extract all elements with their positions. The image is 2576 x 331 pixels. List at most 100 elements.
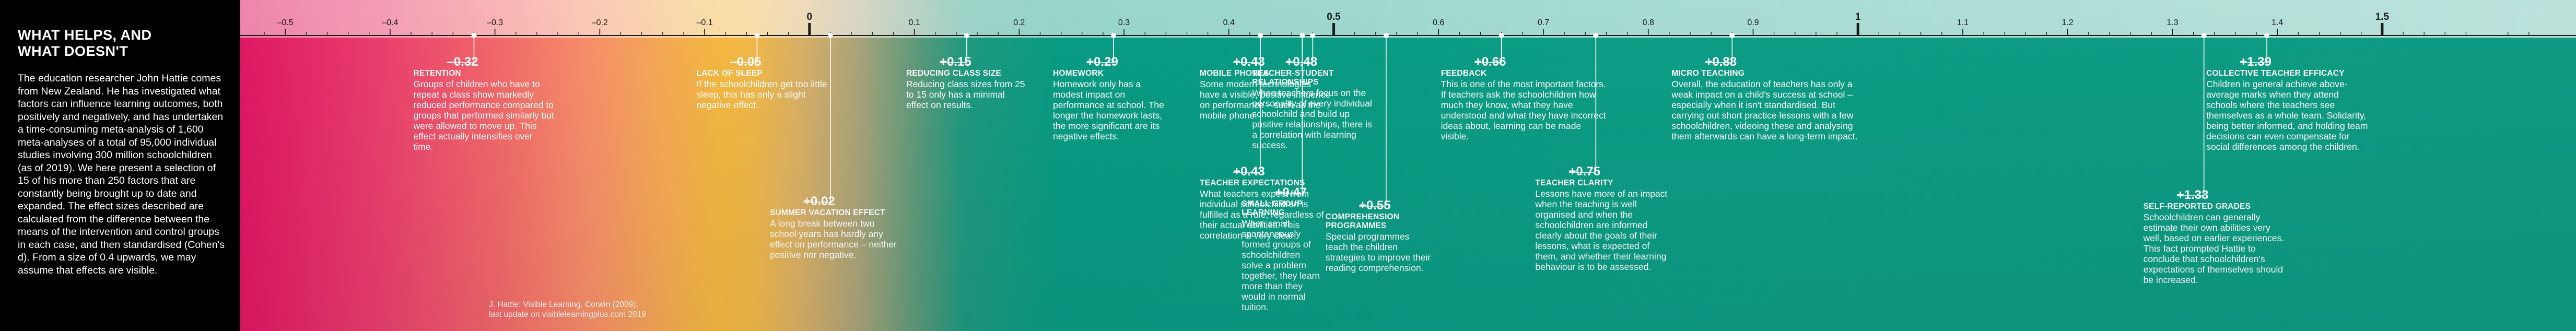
effect-description: Children in general achieve above-averag… [2206,79,2368,152]
effect-marker [964,33,969,38]
tick-label: 1 [1855,11,1861,22]
effect-value: +0.88 [1705,55,1737,69]
tick-label: 0.8 [1643,18,1654,27]
source-line-2: last update on visiblelearningplus.com 2… [489,310,646,319]
tick-label: –0.2 [592,18,608,27]
tick-label: 0.9 [1747,18,1759,27]
tick-label: 0.2 [1013,18,1025,27]
effect-marker [1258,33,1263,38]
effect-marker [2201,33,2207,38]
effect-name: TEACHER EXPECTATIONS [1200,179,1305,187]
intro-text: The education researcher John Hattie com… [18,73,225,276]
tick-label: –0.3 [487,18,503,27]
effect-marker [1110,33,1116,38]
effect-name: SELF-REPORTED GRADES [2143,202,2251,211]
effect-size-axis: –0.5 –0.4 –0.3 –0.2 –0.1 0 0.1 0.2 0.3 0.4 0.5 0.6 0… [240,11,2576,207]
tick-label: 1.5 [2375,11,2390,22]
tick-label: –0.5 [277,18,294,27]
tick-label: 1.4 [2271,18,2283,27]
effect-value: +0.43 [1233,55,1265,69]
page-title-line-1: WHAT HELPS, AND [18,27,152,43]
effect-name: TEACHER CLARITY [1535,179,1613,187]
effect-marker [1299,33,1305,38]
effect-value: +0.43 [1233,164,1265,179]
tick-label: 0.6 [1433,18,1444,27]
effect-marker [754,33,760,38]
effect-description: Homework only has a modest impact on per… [1052,79,1164,141]
effect-marker [2264,33,2270,38]
effect-description: Some modern technologies have a visible,… [1200,79,1331,121]
effect-value: +1.33 [2176,188,2209,202]
effect-name: MICRO TEACHING [1671,69,1745,78]
effect-description: This is one of the most important factor… [1441,79,1606,141]
effect-marker [471,33,477,38]
tick-label: 0 [807,11,813,22]
effect-marker [1383,33,1389,38]
effect-value: +0.29 [1086,55,1118,69]
tick-label: 0.5 [1327,11,1341,22]
effect-name: MOBILE PHONES [1200,69,1269,78]
tick-label: 0.3 [1118,18,1130,27]
source-line-1: J. Hattie: Visible Learning. Corwin (200… [489,300,638,309]
effect-description: When small, spontaneously formed groups … [1242,218,1320,312]
sidebar: WHAT HELPS, AND WHAT DOESN'T The educati… [0,0,240,331]
page-title: WHAT HELPS, AND WHAT DOESN'T [18,27,226,60]
tick-label: 0.1 [908,18,920,27]
effect-value: +0.47 [1275,185,1307,199]
effect-marker [1729,33,1735,38]
effect-value: +0.02 [803,194,835,208]
effect-description: A long break between two school years ha… [769,218,897,260]
tick-label: 1.2 [2062,18,2074,27]
effect-value: +0.48 [1285,55,1318,69]
page-title-line-2: WHAT DOESN'T [18,43,128,59]
tick-label: –0.1 [697,18,713,27]
tick-label: 0.4 [1223,18,1235,27]
effect-name: RETENTION [413,69,461,78]
effect-description: Schoolchildren can generally estimate th… [2143,212,2285,285]
tick-label: –0.4 [382,18,398,27]
effect-name: REDUCING CLASS SIZE [906,69,1002,78]
tick-label: 1.3 [2167,18,2178,27]
effect-value: +1.39 [2240,55,2271,69]
axis-band [240,0,2576,38]
effect-marker [1593,33,1599,38]
effect-value: +0.55 [1359,198,1391,212]
effect-description: When teachers focus on the personality o… [1252,88,1372,150]
effect-marker [1310,33,1316,38]
effect-name: COMPREHENSION PROGRAMMES [1325,212,1400,230]
effect-size-scale: –0.5 –0.4 –0.3 –0.2 –0.1 0 0.1 0.2 0.3 0.4 0.5 0.6 0… [240,0,2576,331]
effect-description: Overall, the education of teachers has o… [1671,79,1858,141]
effect-description: Lessons have more of an impact when the … [1535,188,1668,272]
source-note: J. Hattie: Visible Learning. Corwin (200… [489,300,854,320]
effect-marker [1498,33,1504,38]
effect-name: TEACHER-STUDENT RELATIONSHIPS [1252,69,1334,87]
effect-description: Special programmes teach the children st… [1325,231,1431,273]
effect-name: HOMEWORK [1052,69,1104,78]
effect-value: –0.05 [730,55,762,69]
effect-marker [827,33,833,38]
effect-description: What teachers expect from individual sch… [1200,188,1324,241]
effect-value: –0.32 [447,55,478,69]
effect-name: LACK OF SLEEP [696,69,763,78]
tick-label: 1.1 [1957,18,1969,27]
effect-description: Groups of children who have to repeat a … [413,79,554,152]
effect-name: FEEDBACK [1441,69,1487,78]
effect-name: COLLECTIVE TEACHER EFFICACY [2206,69,2345,78]
effect-value: +0.15 [939,55,971,69]
effect-description: Reducing class sizes from 25 to 15 only … [906,79,1025,110]
